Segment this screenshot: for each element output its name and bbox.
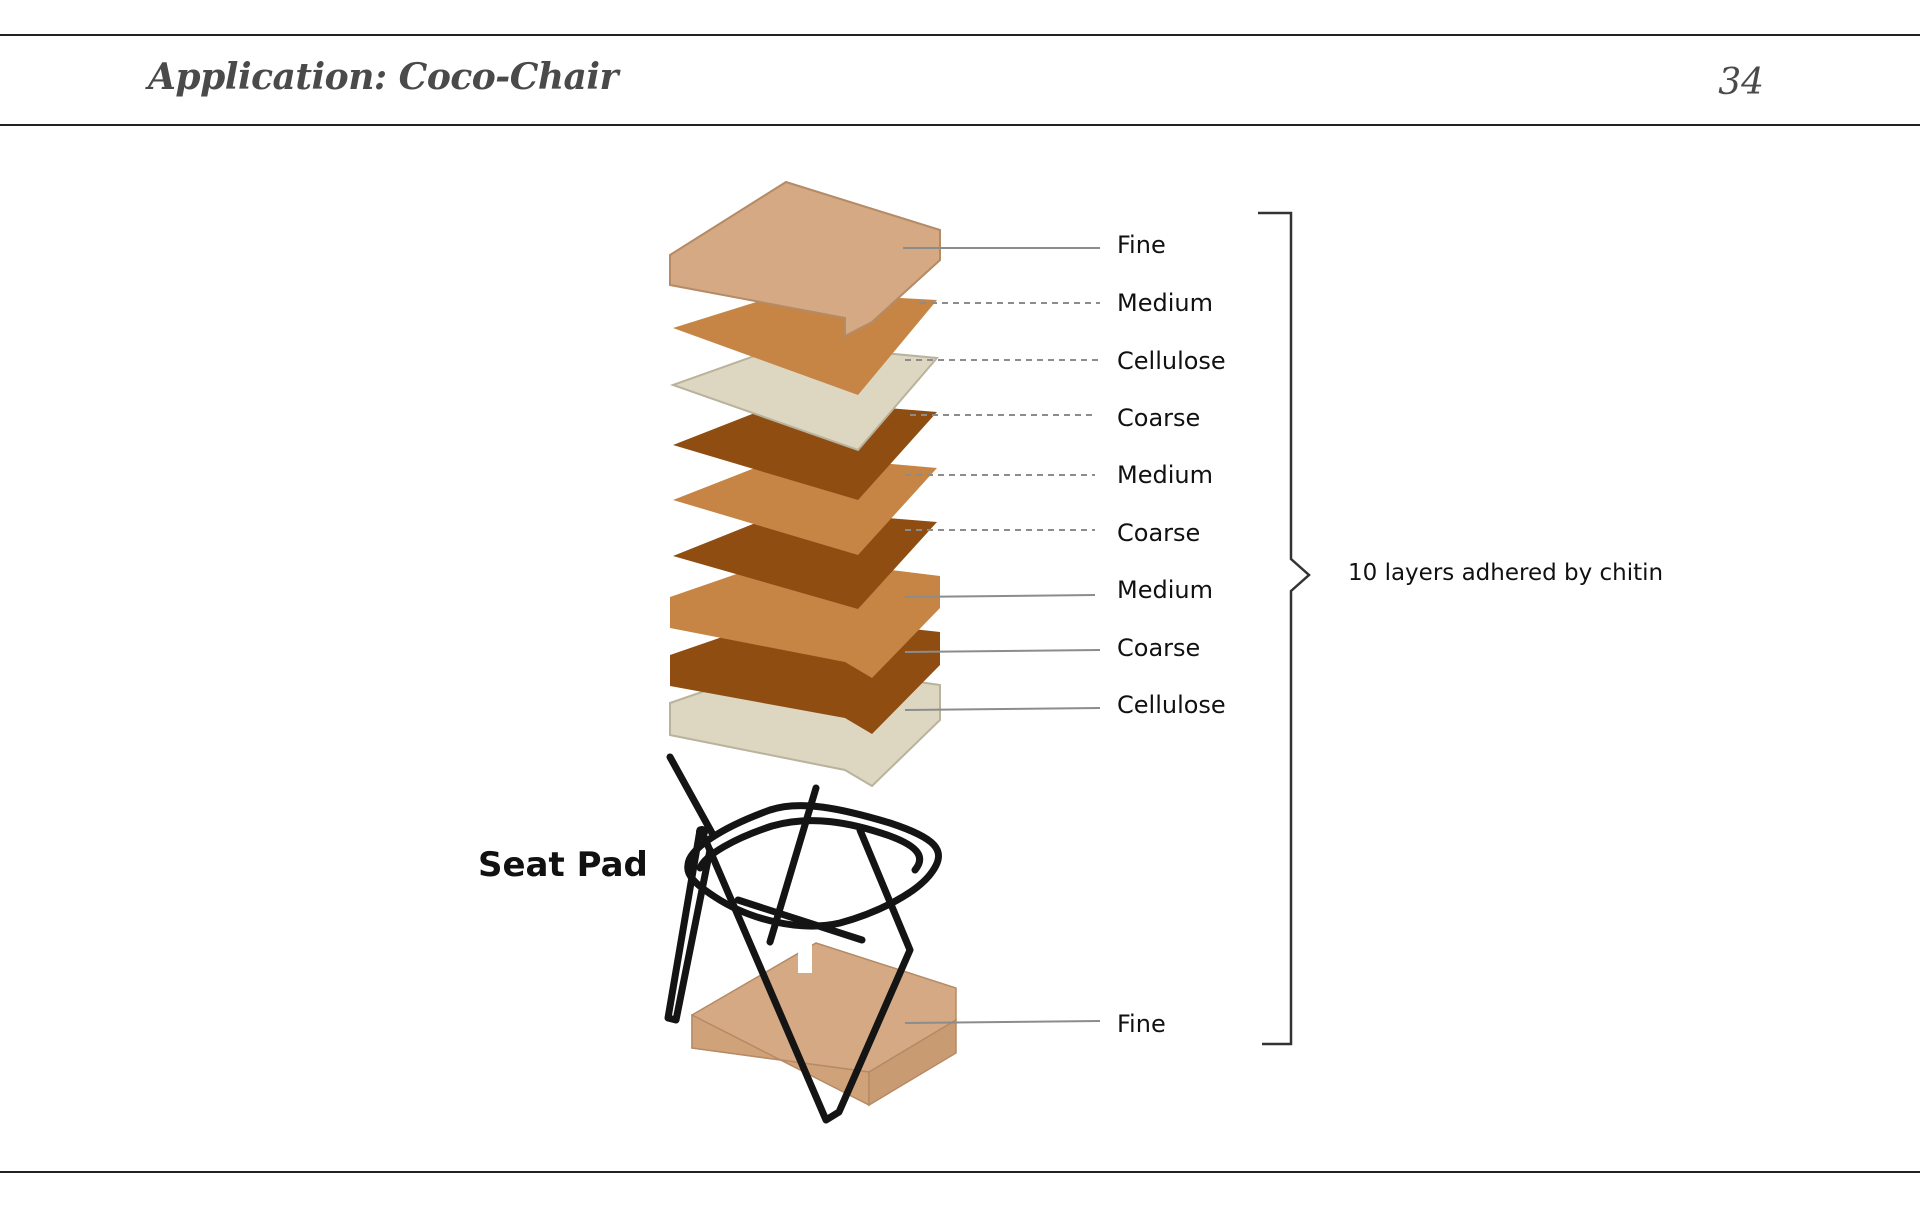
- layer-label-9: Cellulose: [1117, 691, 1226, 719]
- leader-line-9: [904, 707, 1101, 711]
- chair-hinge-cross: [734, 896, 866, 944]
- chair-front-leg-left: [664, 826, 714, 1024]
- header-top-rule: [0, 34, 1920, 36]
- chair-seat-loop-inner: [696, 817, 924, 874]
- page-title: Application: Coco-Chair: [148, 56, 619, 98]
- layer-labels: Fine Medium Cellulose Coarse Medium Coar…: [1117, 231, 1226, 1038]
- page-number: 34: [1718, 62, 1764, 103]
- chair-rear-leg: [698, 826, 914, 1124]
- layer-10-side-right: [868, 1018, 957, 1107]
- leader-line-7: [904, 594, 1096, 598]
- chair-back-strut: [666, 753, 716, 837]
- footer-rule: [0, 1171, 1920, 1173]
- layer-label-7: Medium: [1117, 576, 1213, 604]
- layer-label-4: Coarse: [1117, 404, 1200, 432]
- layer-10-notch: [798, 943, 812, 973]
- header-bottom-rule: [0, 124, 1920, 126]
- layer-label-2: Medium: [1117, 289, 1213, 317]
- layer-1-fine: [669, 180, 941, 338]
- layer-label-3: Cellulose: [1117, 347, 1226, 375]
- chair-seat-loop: [684, 802, 942, 930]
- leader-lines: [903, 247, 1101, 1024]
- layer-label-1: Fine: [1117, 231, 1166, 259]
- leader-line-10: [904, 1020, 1101, 1024]
- layer-10-fine: [691, 942, 957, 1107]
- seat-pad-label: Seat Pad: [478, 845, 648, 885]
- bracket-label: 10 layers adhered by chitin: [1348, 560, 1663, 586]
- layer-label-8: Coarse: [1117, 634, 1200, 662]
- layer-label-10: Fine: [1117, 1010, 1166, 1038]
- chair-hinge-bolt: [696, 826, 708, 838]
- layer-label-6: Coarse: [1117, 519, 1200, 547]
- leader-line-8: [904, 649, 1101, 653]
- layer-label-5: Medium: [1117, 461, 1213, 489]
- folding-chair-frame: [664, 753, 942, 1124]
- layers-bracket: [1258, 211, 1311, 1046]
